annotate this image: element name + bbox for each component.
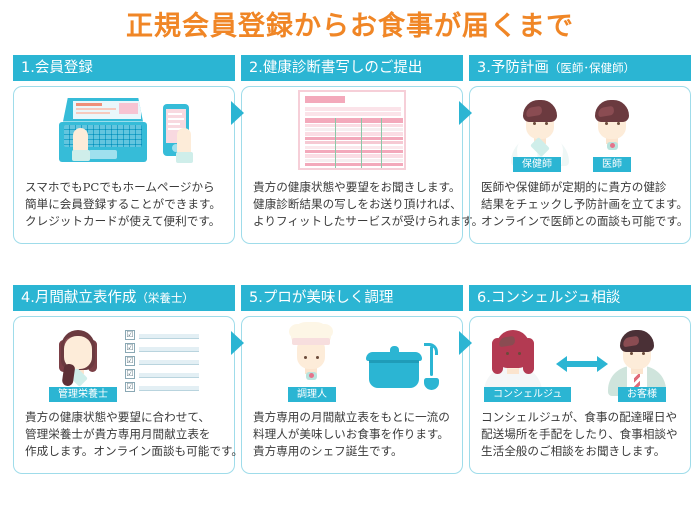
step-2-heading-main: 2.健康診断書写しのご提出 — [249, 60, 423, 76]
step-6-body-line-3: 生活全般のご相談をお聞きします。 — [481, 444, 666, 459]
step-5-body-line-1: 貴方専用の月間献立表をもとに一流の — [253, 410, 450, 424]
step-2-body-line-3: よりフィットしたサービスが受けられます。 — [253, 214, 484, 229]
step-6-body-line-2: 配送場所を手配をしたり、食事相談や — [481, 427, 678, 442]
step-1-body-line-1: スマホでもPCでもホームページから — [25, 180, 215, 194]
pointing-hand-icon — [177, 127, 191, 154]
step-3-heading-sub: （医師･保健師） — [548, 61, 636, 75]
medical-form-icon — [298, 89, 406, 170]
step-card-5: 5.プロが美味しく調理 — [241, 285, 472, 513]
step-5-heading: 5.プロが美味しく調理 — [241, 285, 463, 311]
step-4-heading-sub: （栄養士） — [136, 291, 194, 305]
checkbox-2: ☑ — [125, 343, 135, 353]
step-1-heading-main: 1.会員登録 — [21, 60, 93, 76]
step-2-illustration — [241, 86, 463, 172]
checkbox-1: ☑ — [125, 330, 135, 340]
chef-hat-band-icon — [292, 338, 330, 345]
step-card-1: 1.会員登録 — [13, 55, 244, 283]
nurse-figure: 保健師 — [511, 96, 577, 172]
step-3-body-line-3: オンラインで医師との面談も可能です。 — [481, 214, 689, 229]
step-4-heading: 4.月間献立表作成（栄養士） — [13, 285, 235, 311]
step-1-illustration — [13, 86, 235, 172]
doctor-figure: 医師 — [583, 96, 649, 172]
step-5-body-line-3: 貴方専用のシェフ誕生です。 — [253, 444, 403, 459]
doctor-label: 医師 — [593, 157, 631, 172]
connector-arrow-1-to-2 — [231, 101, 244, 125]
step-card-3: 3.予防計画（医師･保健師） 保健師 — [469, 55, 691, 283]
step-2-heading: 2.健康診断書写しのご提出 — [241, 55, 463, 81]
customer-label: お客様 — [618, 387, 666, 402]
chef-label: 調理人 — [288, 387, 336, 402]
step-4-heading-main: 4.月間献立表作成 — [21, 290, 137, 306]
connector-arrow-5-to-6 — [459, 331, 472, 355]
step-card-2: 2.健康診断書写しのご提出 — [241, 55, 484, 283]
step-3-heading: 3.予防計画（医師･保健師） — [469, 55, 691, 81]
step-3-body-line-1: 医師や保健師が定期的に貴方の健診 — [481, 180, 667, 194]
dietitian-label: 管理栄養士 — [49, 387, 117, 402]
step-1-heading: 1.会員登録 — [13, 55, 235, 81]
page-title: 正規会員登録からお食事が届くまで — [126, 11, 574, 42]
step-4-body-line-2: 管理栄養士が貴方専用月間献立表を — [25, 427, 211, 442]
nurse-label: 保健師 — [513, 157, 561, 172]
step-4-body: 貴方の健康状態や要望に合わせて、 管理栄養士が貴方専用月間献立表を 作成します。… — [13, 402, 243, 474]
connector-arrow-2-to-3 — [459, 101, 472, 125]
laptop-icon — [59, 97, 147, 162]
step-6-body: コンシェルジュが、食事の配達曜日や 配送場所を手配をしたり、食事相談や 生活全般… — [469, 402, 691, 474]
step-3-body: 医師や保健師が定期的に貴方の健診 結果をチェックし予防計画を立てます。 オンライ… — [469, 172, 691, 244]
step-3-body-line-2: 結果をチェックし予防計画を立てます。 — [481, 197, 688, 212]
step-5-body-line-2: 料理人が美味しいお食事を作ります。 — [253, 427, 449, 442]
checkbox-3: ☑ — [125, 356, 135, 366]
step-4-body-line-1: 貴方の健康状態や要望に合わせて、 — [25, 410, 210, 424]
chef-hat-icon — [289, 322, 333, 342]
step-card-6: 6.コンシェルジュ相談 コンシェルジュ — [469, 285, 691, 513]
step-2-body: 貴方の健康状態や要望をお聞きします。 健康診断結果の写しをお送り頂ければ、 より… — [241, 172, 484, 244]
step-5-illustration: 調理人 — [241, 316, 463, 402]
two-way-arrow-icon — [556, 356, 608, 372]
dietitian-figure: 管理栄養士 — [49, 326, 119, 402]
menu-checklist-icon: ☑ ☑ ☑ ☑ ☑ — [125, 330, 199, 394]
step-4-body-line-3: 作成します。オンライン面談も可能です。 — [25, 444, 243, 459]
step-1-body-line-2: 簡単に会員登録することができます。 — [25, 197, 221, 212]
concierge-label: コンシェルジュ — [484, 387, 572, 402]
concierge-figure: コンシェルジュ — [484, 326, 572, 402]
step-3-heading-main: 3.予防計画 — [477, 60, 549, 76]
ladle-icon — [422, 343, 439, 390]
step-5-body: 貴方専用の月間献立表をもとに一流の 料理人が美味しいお食事を作ります。 貴方専用… — [241, 402, 463, 474]
step-5-heading-main: 5.プロが美味しく調理 — [249, 290, 394, 306]
connector-arrow-4-to-5 — [231, 331, 244, 355]
step-2-body-line-1: 貴方の健康状態や要望をお聞きします。 — [253, 180, 461, 194]
step-card-4: 4.月間献立表作成（栄養士） — [13, 285, 244, 513]
step-3-illustration: 保健師 医師 — [469, 86, 691, 172]
step-2-body-line-2: 健康診断結果の写しをお送り頂ければ、 — [253, 197, 462, 212]
chef-figure: 調理人 — [282, 322, 348, 402]
step-4-illustration: 管理栄養士 ☑ ☑ ☑ ☑ ☑ — [13, 316, 235, 402]
step-6-heading: 6.コンシェルジュ相談 — [469, 285, 691, 311]
step-6-heading-main: 6.コンシェルジュ相談 — [477, 290, 621, 306]
step-1-body-line-3: クレジットカードが使えて便利です。 — [25, 214, 221, 229]
step-1-body: スマホでもPCでもホームページから 簡単に会員登録することができます。 クレジッ… — [13, 172, 235, 244]
checkbox-4: ☑ — [125, 369, 135, 379]
steps-grid: 1.会員登録 — [13, 55, 691, 513]
step-6-body-line-1: コンシェルジュが、食事の配達曜日や — [481, 410, 678, 424]
checkbox-5: ☑ — [125, 382, 135, 392]
customer-figure: お客様 — [608, 326, 676, 402]
cooking-pot-icon — [366, 344, 422, 388]
step-6-illustration: コンシェルジュ — [469, 316, 691, 402]
